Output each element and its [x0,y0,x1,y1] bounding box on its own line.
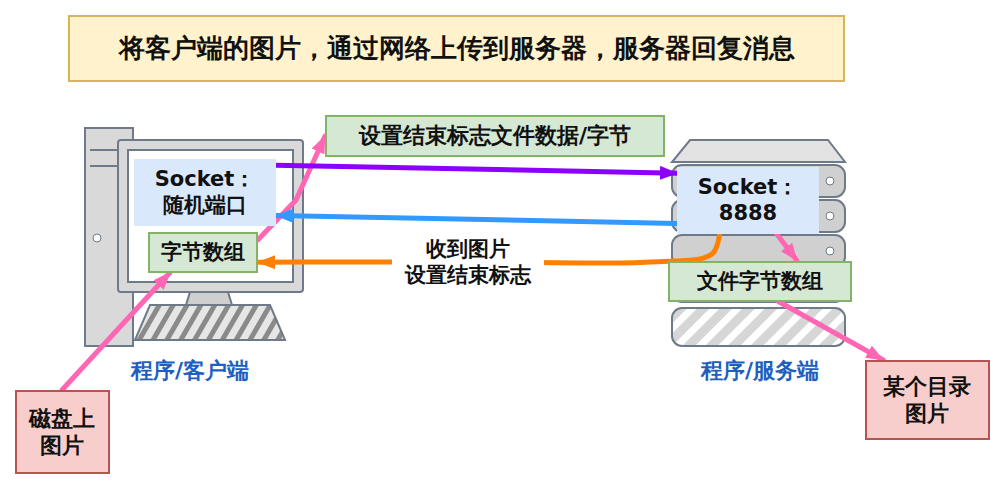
arrow-connector [276,165,677,173]
node-text: 字节数组 [161,239,245,265]
socket-box: Socket： 随机端口 [134,159,276,226]
arrow-connector [776,234,796,261]
socket-box: Socket： 8888 [677,167,819,234]
arrow-connector [276,215,677,223]
monitor-stand [186,292,232,305]
file-box: 磁盘上 图片 [15,390,110,474]
node-text: 文件字节数组 [697,268,823,294]
server-light [826,177,834,185]
process-box: 文件字节数组 [668,261,852,302]
server-top [672,140,845,162]
keyboard [135,305,285,340]
server-light [826,212,834,220]
arrow-connector [778,302,883,361]
title-banner: 将客户端的图片，通过网络上传到服务器，服务器回复消息 [68,15,845,82]
file-box: 某个目录 图片 [865,360,990,440]
node-text: 磁盘上 图片 [26,405,98,460]
node-text: 某个目录 图片 [880,373,974,428]
edge-label: 收到图片 设置结束标志 [392,234,544,291]
node-text: 设置结束标志文件数据/字节 [359,122,631,150]
title: 将客户端的图片，通过网络上传到服务器，服务器回复消息 [119,32,795,65]
process-box: 设置结束标志文件数据/字节 [325,115,665,157]
power-button [93,234,101,242]
caption-label: 程序/服务端 [701,357,819,385]
process-box: 字节数组 [148,232,258,273]
server-light [826,247,834,255]
node-text: Socket： 随机端口 [145,166,265,219]
monitor-frame [118,140,303,292]
node-text: Socket： 8888 [688,174,808,227]
caption-label: 程序/客户端 [131,357,249,385]
